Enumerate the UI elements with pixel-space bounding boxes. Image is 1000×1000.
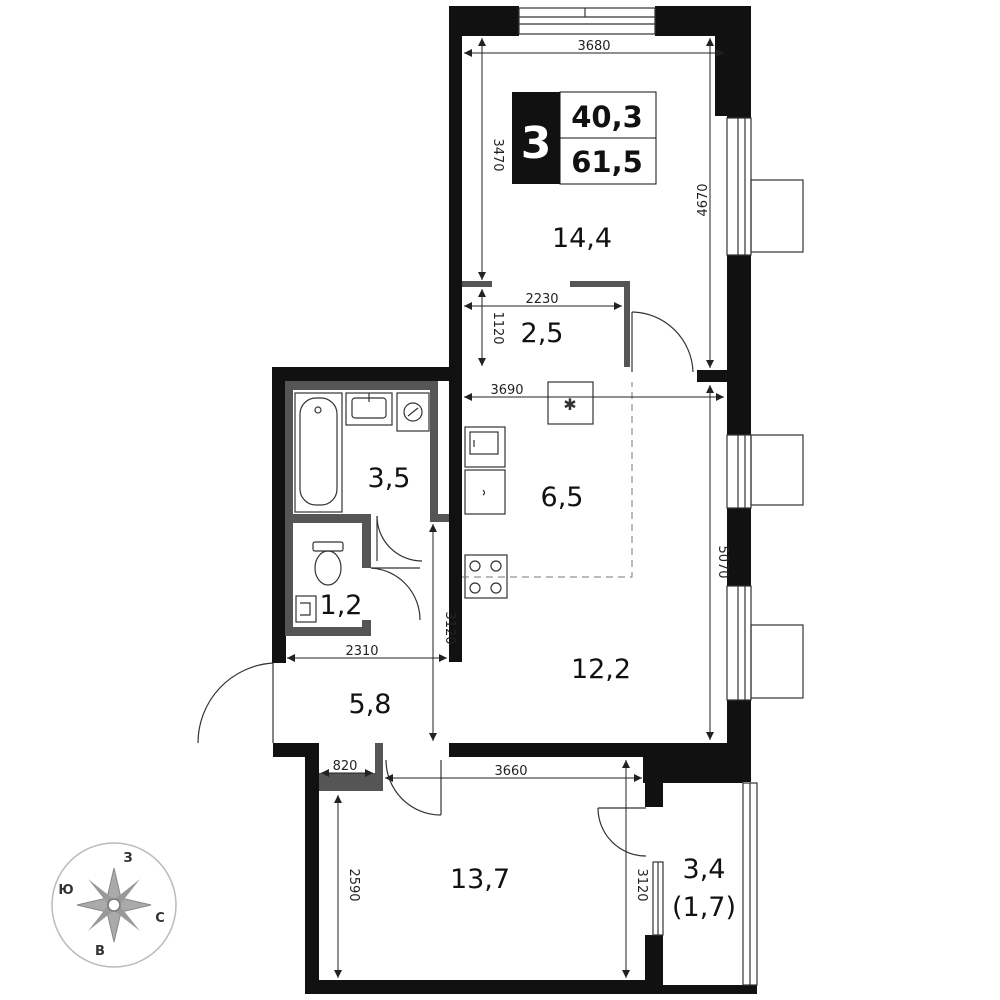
dim-kitchen-height: 5070 (715, 545, 730, 578)
dim-wardrobe-height: 1120 (490, 311, 505, 344)
room-area-balcony-reduced: (1,7) (672, 892, 736, 923)
dimension-lines (287, 38, 724, 978)
partitions (285, 281, 630, 791)
dim-bedroom-right-height: 3120 (634, 868, 649, 901)
room-area-bedroom: 13,7 (450, 864, 510, 895)
compass-east-label: С (155, 911, 165, 926)
dim-niche-width: 820 (333, 759, 358, 774)
compass-rose-icon: З Ю С В (51, 842, 177, 968)
dim-wardrobe-width: 2230 (525, 292, 558, 307)
washing-machine-icon (396, 392, 430, 432)
outer-walls (272, 6, 757, 994)
room-area-wardrobe: 2,5 (521, 318, 564, 349)
windows (518, 7, 804, 986)
room-area-top-room: 14,4 (552, 223, 612, 254)
area-badge: 3 40,3 61,5 (512, 91, 657, 185)
kitchen-sink-icon (464, 426, 506, 468)
dim-top-left-height: 3470 (490, 138, 505, 171)
stove-icon (464, 554, 508, 599)
badge-room-count: 3 (521, 118, 552, 169)
compass-south-label: В (95, 944, 105, 959)
compass-west-label: Ю (58, 883, 73, 898)
room-area-kitchen: 6,5 (541, 482, 584, 513)
badge-living-area: 40,3 (571, 100, 643, 134)
toilet-icon (295, 541, 344, 623)
doors (197, 311, 694, 857)
room-area-wc: 1,2 (320, 590, 363, 621)
kitchen-zone-outline (462, 382, 633, 578)
badge-total-area: 61,5 (571, 145, 643, 179)
dim-hall-height: 3120 (442, 611, 457, 644)
room-area-living: 12,2 (571, 654, 631, 685)
dim-bedroom-width: 3660 (494, 764, 527, 779)
dim-top-right-height: 4670 (696, 183, 711, 216)
sink-icon (345, 392, 393, 426)
dim-hall-width: 2310 (345, 644, 378, 659)
room-area-bathroom: 3,5 (368, 463, 411, 494)
dim-bedroom-left-height: 2590 (346, 868, 361, 901)
compass-north-label: З (123, 851, 132, 866)
dishwasher-icon (464, 469, 506, 515)
dim-top-width: 3680 (577, 39, 610, 54)
svg-text:✱: ✱ (563, 395, 576, 414)
room-area-hall: 5,8 (349, 689, 392, 720)
vent-shaft-icon: ✱ (547, 381, 594, 425)
room-area-balcony: 3,4 (683, 854, 726, 885)
bathtub-icon (294, 392, 343, 513)
dim-kitchen-width: 3690 (490, 383, 523, 398)
